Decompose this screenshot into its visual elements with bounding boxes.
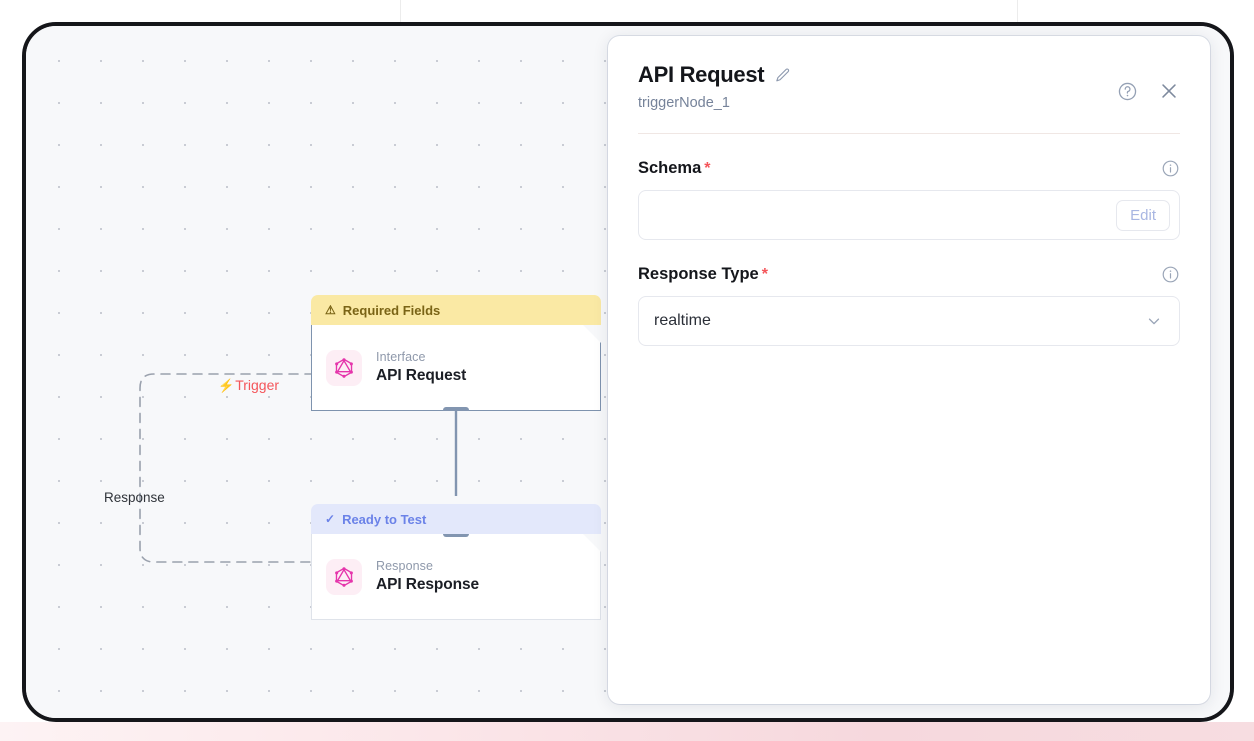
inspector-title-row: API Request	[638, 62, 791, 88]
node-card-api-response[interactable]: Response API Response	[311, 534, 601, 620]
inspector-heading-group: API Request triggerNode_1	[638, 62, 791, 111]
info-circle-icon[interactable]	[1161, 159, 1180, 178]
schema-edit-button[interactable]: Edit	[1116, 199, 1170, 231]
node-status-banner-required-fields: ⚠ Required Fields	[311, 295, 601, 325]
field-response-type-header: Response Type*	[638, 265, 1180, 284]
node-api-response[interactable]: ✓ Ready to Test	[311, 504, 601, 620]
lightning-bolt-icon: ⚡	[218, 377, 235, 393]
edge-label-response: Response	[104, 490, 165, 505]
node-text-api-response: Response API Response	[376, 559, 479, 594]
required-marker: *	[761, 266, 768, 283]
field-schema-label-group: Schema*	[638, 159, 711, 178]
node-api-request[interactable]: ⚠ Required Fields	[311, 295, 601, 411]
graphql-icon	[326, 350, 362, 386]
node-output-port[interactable]	[443, 407, 469, 414]
field-response-type-label-group: Response Type*	[638, 265, 768, 284]
response-type-select[interactable]: realtime	[638, 296, 1180, 346]
inspector-header: API Request triggerNode_1	[638, 62, 1180, 111]
field-schema-header: Schema*	[638, 159, 1180, 178]
edge-response-path	[139, 373, 315, 563]
node-status-banner-ready-to-test: ✓ Ready to Test	[311, 504, 601, 534]
node-kind-label: Interface	[376, 350, 426, 364]
edge-label-response-text: Response	[104, 490, 165, 505]
inspector-divider	[638, 133, 1180, 134]
chevron-down-icon[interactable]	[1145, 312, 1163, 330]
edge-label-trigger: ⚡Trigger	[218, 377, 279, 393]
graphql-icon	[326, 559, 362, 595]
warning-triangle-icon: ⚠	[325, 303, 336, 317]
node-status-banner-text: Ready to Test	[342, 511, 427, 527]
background-strip	[0, 722, 1254, 741]
info-circle-icon[interactable]	[1161, 265, 1180, 284]
node-status-banner-text: Required Fields	[342, 302, 441, 318]
field-response-type: Response Type* realtime	[638, 265, 1180, 346]
node-kind-label: Response	[376, 559, 434, 573]
close-icon[interactable]	[1158, 80, 1180, 102]
node-title-label: API Response	[376, 576, 480, 593]
inspector-actions	[1117, 62, 1180, 102]
response-type-value: realtime	[654, 312, 711, 329]
node-text-api-request: Interface API Request	[376, 350, 466, 385]
inspector-panel: API Request triggerNode_1	[608, 36, 1210, 704]
flow-canvas[interactable]: ⚡Trigger Response ⚠ Required Fields	[26, 26, 1230, 718]
inspector-subtitle: triggerNode_1	[638, 95, 730, 111]
field-schema: Schema* Edit	[638, 159, 1180, 240]
required-marker: *	[704, 160, 711, 177]
inspector-title: API Request	[638, 62, 765, 87]
question-circle-icon[interactable]	[1117, 81, 1138, 102]
pencil-icon[interactable]	[774, 67, 791, 84]
field-schema-label: Schema	[638, 159, 702, 177]
field-response-type-label: Response Type	[638, 265, 759, 283]
node-title-label: API Request	[376, 367, 467, 384]
schema-input-box[interactable]: Edit	[638, 190, 1180, 240]
edge-label-trigger-text: Trigger	[235, 377, 280, 393]
check-icon: ✓	[325, 512, 336, 526]
node-card-api-request[interactable]: Interface API Request	[311, 325, 601, 411]
device-bezel: ⚡Trigger Response ⚠ Required Fields	[22, 22, 1234, 722]
